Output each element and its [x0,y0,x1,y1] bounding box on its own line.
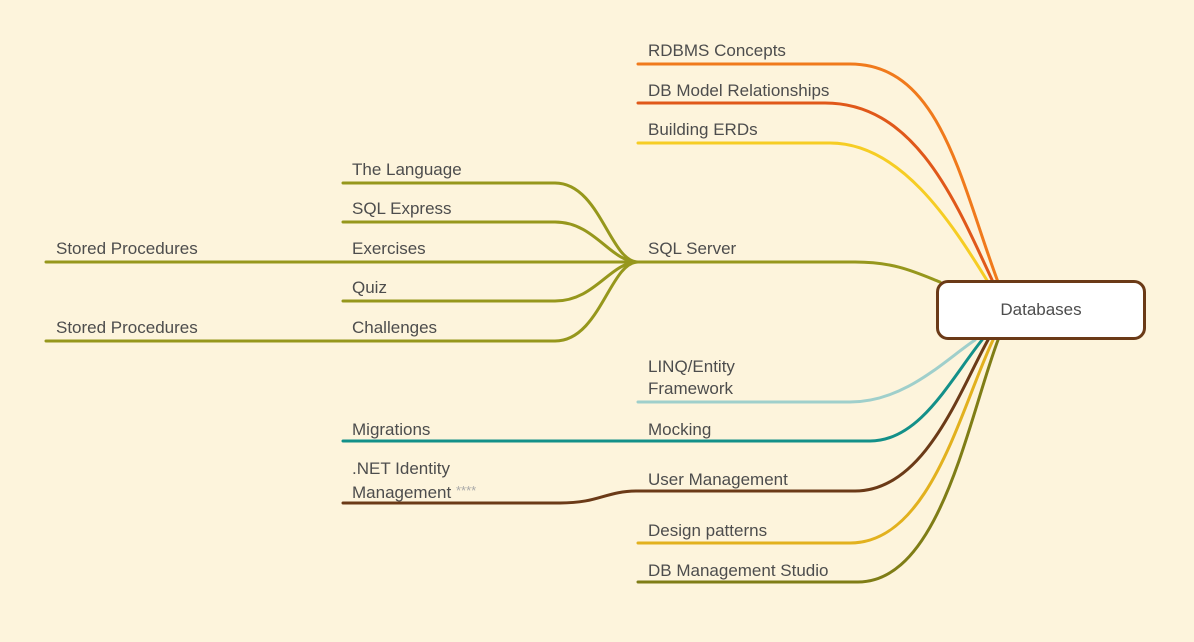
connector-challenges [341,260,640,343]
subtopic-net-identity-line2: Management **** [352,480,476,504]
subtopic-challenges[interactable]: Challenges [352,318,438,337]
connector-user-management [636,338,990,493]
connector-rdbms-concepts [636,62,1000,284]
branch-user-management[interactable]: User Management [648,470,788,489]
branch-db-model-relationships[interactable]: DB Model Relationships [648,81,830,100]
subtopic-net-identity-management[interactable]: .NET Identity Management **** [352,458,476,504]
connector-mocking [636,338,984,443]
subtopic-stored-procedures-challenges[interactable]: Stored Procedures [56,318,198,337]
subtopic-the-language[interactable]: The Language [352,160,462,179]
subtopic-net-identity-line1: .NET Identity [352,459,450,478]
branch-linq-line1: LINQ/Entity [648,357,735,376]
subtopic-sql-express[interactable]: SQL Express [352,199,452,218]
branch-design-patterns[interactable]: Design patterns [648,521,768,540]
central-topic-label: Databases [1000,300,1082,319]
connector-quiz [341,260,640,303]
subtopic-quiz[interactable]: Quiz [352,278,387,297]
connector-building-erds [636,141,990,284]
branch-db-management-studio[interactable]: DB Management Studio [648,561,829,580]
central-topic[interactable]: Databases [936,280,1146,340]
connector-db-model-relationships [636,101,995,284]
connector-sql-express [341,220,640,264]
connector-net-identity [341,489,640,505]
connector-the-language [341,181,640,264]
branch-building-erds[interactable]: Building ERDs [648,120,758,139]
branch-linq-entity-framework[interactable]: LINQ/Entity Framework [648,356,735,400]
connector-sql-server [636,260,942,284]
subtopic-migrations[interactable]: Migrations [352,420,431,439]
subtopic-exercises[interactable]: Exercises [352,239,426,258]
branch-linq-line2: Framework [648,379,734,398]
branch-rdbms-concepts[interactable]: RDBMS Concepts [648,41,786,60]
branch-mocking[interactable]: Mocking [648,420,712,439]
priority-marker: **** [455,483,477,498]
branch-sql-server[interactable]: SQL Server [648,239,737,258]
subtopic-net-identity-line2-text: Management [352,483,452,502]
subtopic-stored-procedures-exercises[interactable]: Stored Procedures [56,239,198,258]
connector-db-management-studio [636,338,1000,584]
connector-design-patterns [636,338,995,545]
connector-linq [636,338,977,404]
